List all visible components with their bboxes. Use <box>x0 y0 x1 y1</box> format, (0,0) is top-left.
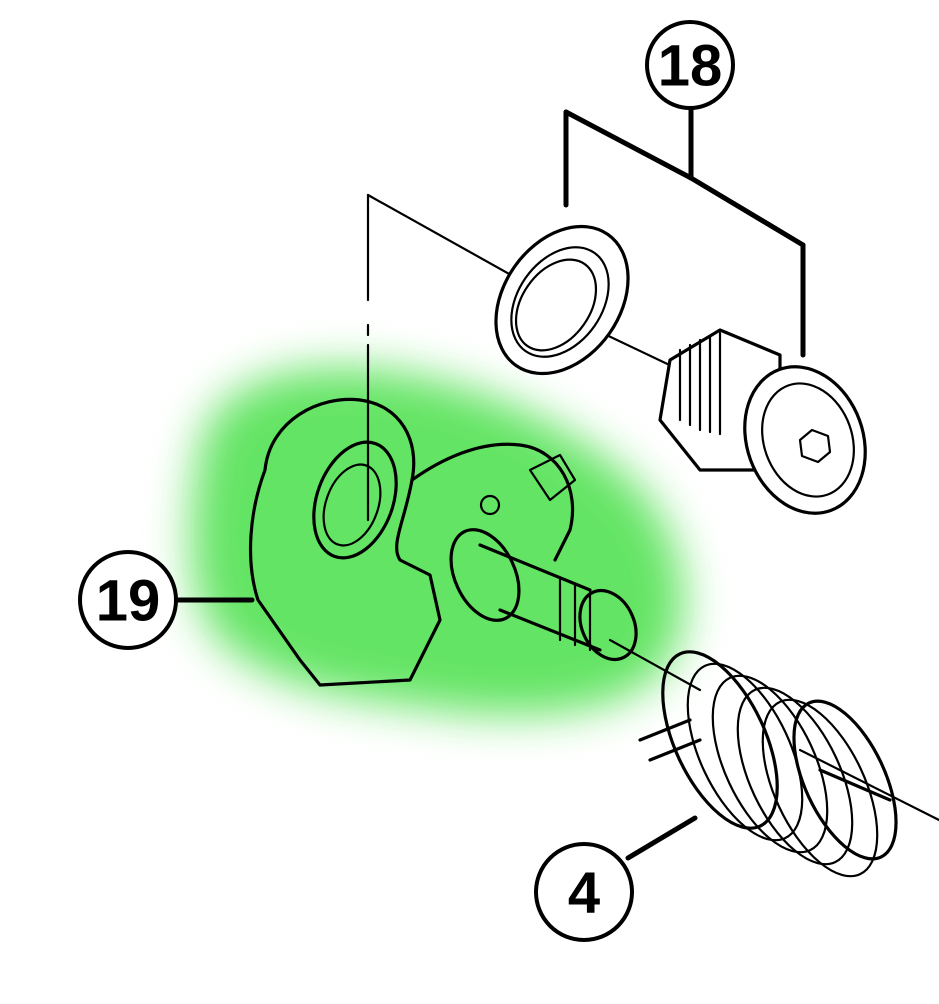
callout-4-label: 4 <box>568 861 600 926</box>
callout-18-leader <box>563 103 806 358</box>
part-19-highlight[interactable] <box>191 367 684 715</box>
callout-19-label: 19 <box>96 569 161 634</box>
callout-18-label: 18 <box>658 34 723 99</box>
pivot-bracket[interactable] <box>248 397 647 687</box>
callout-19[interactable]: 19 <box>78 550 178 650</box>
fixing-bolt[interactable] <box>658 328 885 530</box>
coil-spring[interactable] <box>638 635 917 893</box>
callout-4-leader <box>625 815 698 861</box>
callout-18[interactable]: 18 <box>645 20 735 110</box>
seal-ring[interactable] <box>469 201 656 399</box>
callout-4[interactable]: 4 <box>534 842 634 942</box>
hex-socket-icon <box>798 428 832 464</box>
